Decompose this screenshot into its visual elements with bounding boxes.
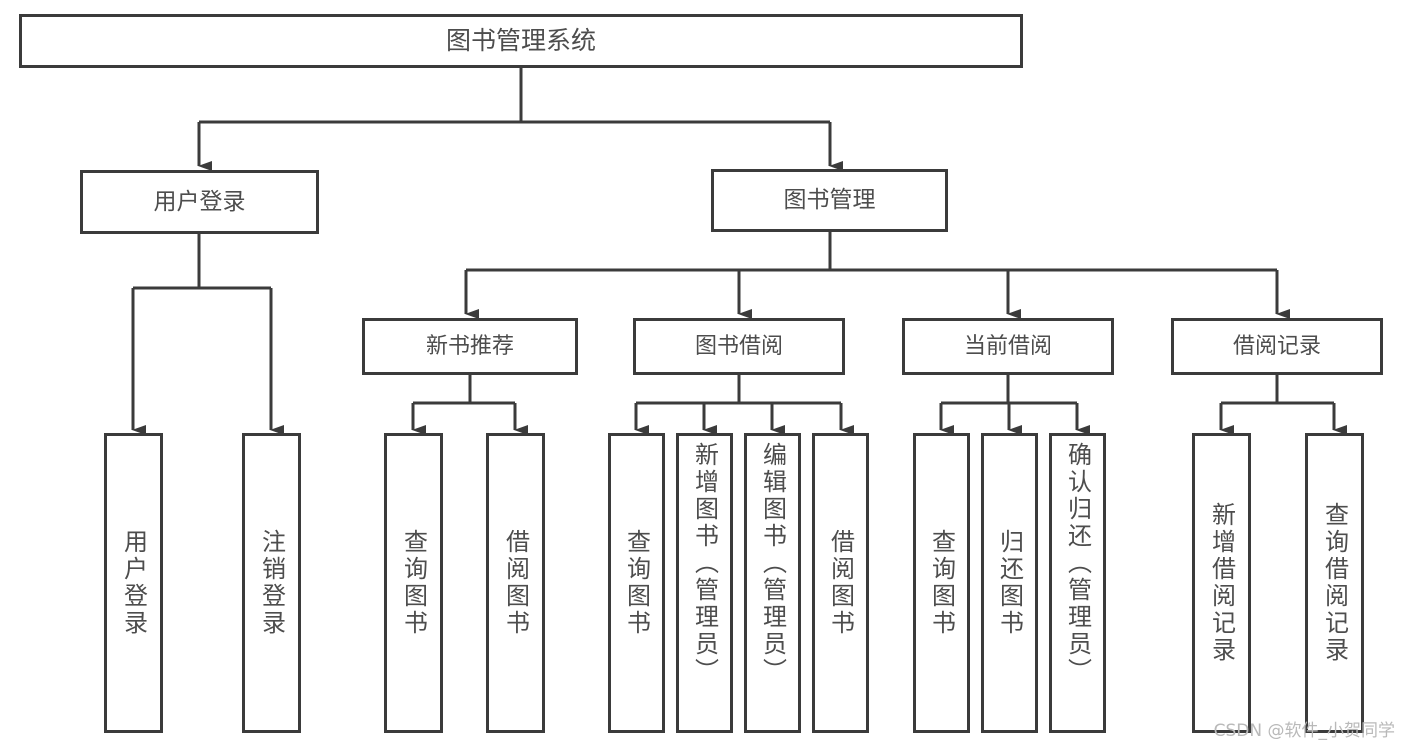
leaf-borrow-book-borrow-label: 借阅图书 (826, 529, 855, 637)
leaf-query-borrow-record[interactable]: 查询借阅记录 (1305, 433, 1364, 733)
node-root-label: 图书管理系统 (445, 25, 596, 55)
leaf-query-book-current-label: 查询图书 (927, 529, 956, 637)
leaf-query-book-borrow-label: 查询图书 (622, 529, 651, 637)
leaf-add-borrow-record-label: 新增借阅记录 (1207, 502, 1236, 664)
node-user-login[interactable]: 用户登录 (80, 170, 319, 234)
leaf-edit-book-label: 编辑图书（管理员） (758, 442, 787, 685)
leaf-return-book-label: 归还图书 (995, 529, 1024, 637)
leaf-user-login-label: 用户登录 (119, 529, 148, 637)
leaf-borrow-book-borrow[interactable]: 借阅图书 (812, 433, 869, 733)
leaf-add-borrow-record[interactable]: 新增借阅记录 (1192, 433, 1251, 733)
node-new-book-recommend-label: 新书推荐 (425, 333, 514, 359)
leaf-add-book[interactable]: 新增图书（管理员） (676, 433, 733, 733)
node-borrow-record[interactable]: 借阅记录 (1171, 318, 1383, 375)
leaf-borrow-book-new-recommend[interactable]: 借阅图书 (486, 433, 545, 733)
leaf-borrow-book-new-recommend-label: 借阅图书 (501, 529, 530, 637)
leaf-user-login[interactable]: 用户登录 (104, 433, 163, 733)
node-current-borrow-label: 当前借阅 (963, 333, 1052, 359)
node-user-login-label: 用户登录 (153, 188, 246, 215)
leaf-edit-book[interactable]: 编辑图书（管理员） (744, 433, 801, 733)
leaf-query-book-current[interactable]: 查询图书 (913, 433, 970, 733)
leaf-query-book-borrow[interactable]: 查询图书 (608, 433, 665, 733)
leaf-add-book-label: 新增图书（管理员） (690, 442, 719, 685)
node-book-borrow-label: 图书借阅 (694, 333, 783, 359)
leaf-query-book-new-recommend[interactable]: 查询图书 (384, 433, 443, 733)
leaf-confirm-return[interactable]: 确认归还（管理员） (1049, 433, 1106, 733)
leaf-user-logout-label: 注销登录 (257, 529, 286, 637)
node-root-book-management-system[interactable]: 图书管理系统 (19, 14, 1023, 68)
leaf-query-borrow-record-label: 查询借阅记录 (1320, 502, 1349, 664)
leaf-confirm-return-label: 确认归还（管理员） (1063, 442, 1092, 685)
node-book-management-label: 图书管理 (783, 187, 876, 214)
node-book-borrow[interactable]: 图书借阅 (633, 318, 845, 375)
node-new-book-recommend[interactable]: 新书推荐 (362, 318, 578, 375)
csdn-watermark: CSDN @软件_小贺同学 (1213, 721, 1395, 741)
node-book-management[interactable]: 图书管理 (711, 169, 948, 232)
node-borrow-record-label: 借阅记录 (1232, 333, 1321, 359)
leaf-query-book-new-recommend-label: 查询图书 (399, 529, 428, 637)
leaf-user-logout[interactable]: 注销登录 (242, 433, 301, 733)
node-current-borrow[interactable]: 当前借阅 (902, 318, 1114, 375)
leaf-return-book[interactable]: 归还图书 (981, 433, 1038, 733)
